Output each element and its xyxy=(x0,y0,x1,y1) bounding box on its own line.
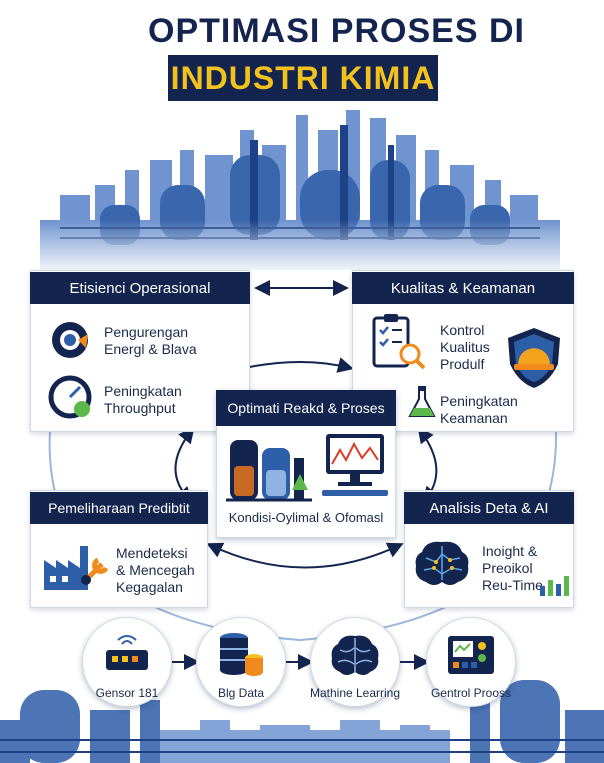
card-efisiensi-header: Etisienci Operasional xyxy=(30,272,250,304)
bar-chart-icon xyxy=(540,576,569,596)
control-panel-icon xyxy=(448,636,494,674)
card-kualitas-header: Kualitas & Keamanan xyxy=(352,272,574,304)
page-title-line2: INDUSTRI KIMIA xyxy=(170,60,436,96)
center-card-header: Optimati Reakd & Proses xyxy=(216,390,396,426)
plant-tanks-illustration xyxy=(0,680,604,763)
efisiensi-item-1: Pengurengan Energl & Blava xyxy=(104,324,197,357)
ai-brain-icon xyxy=(415,541,469,585)
checklist-magnifier-icon xyxy=(372,314,426,370)
kualitas-item-1: Kontrol Kualitus Produlf xyxy=(440,322,490,372)
title-band xyxy=(168,55,438,101)
gauge-icon xyxy=(48,375,92,419)
flask-icon xyxy=(408,386,436,417)
gear-energy-icon xyxy=(52,322,88,358)
pipeline-label-control: Gentrol Prooss xyxy=(430,686,512,700)
card-analisis-header: Analisis Deta & AI xyxy=(404,492,574,524)
center-card-footer: Kondisi-Oylimal & Ofomasl xyxy=(228,510,384,525)
efisiensi-item-2: Peningkatan Throughput xyxy=(104,383,182,416)
reactor-monitor-icon xyxy=(226,434,388,502)
pipeline-node-sensor xyxy=(82,617,172,707)
pipeline-label-sensor: Gensor 181 xyxy=(95,686,159,700)
brain-icon xyxy=(331,635,379,675)
card-pemeliharaan-header: Pemeliharaan Predibtit xyxy=(30,492,208,524)
page-title-line1: OPTIMASI PROSES DI xyxy=(148,12,525,50)
analisis-item-1: Inoight & Preoikol Reu-Time xyxy=(482,543,543,593)
factory-skyline-illustration xyxy=(0,110,604,275)
database-icon xyxy=(220,633,263,676)
sensor-icon xyxy=(106,635,148,670)
pipeline-label-bigdata: Blg Data xyxy=(217,686,265,700)
kualitas-item-2: Peningkatan Keamanan xyxy=(440,393,518,426)
factory-wrench-icon xyxy=(44,546,109,590)
pemeliharaan-item-1: Mendeteksi & Mencegah Kegagalan xyxy=(116,545,195,595)
shield-hardhat-icon xyxy=(508,328,560,388)
title-area: OPTIMASI PROSES DI INDUSTRI KIMIA xyxy=(0,0,604,110)
pipeline-label-ml: Mathine Learring xyxy=(309,686,401,700)
